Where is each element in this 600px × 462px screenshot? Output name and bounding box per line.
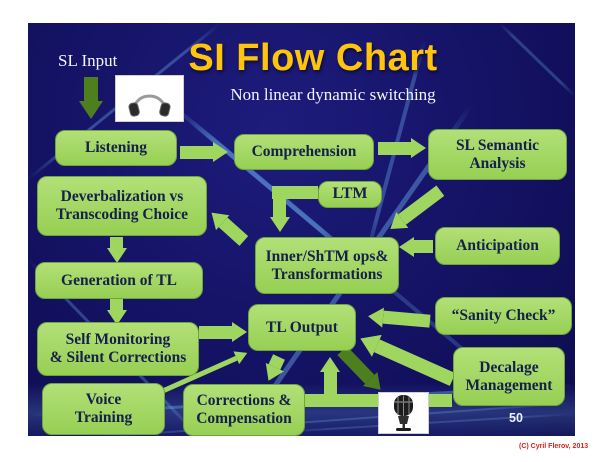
node-listening: Listening xyxy=(55,130,177,166)
arrow-sl-input-down xyxy=(76,77,106,119)
slide-title: SI Flow Chart xyxy=(188,37,438,79)
node-generation-of-tl: Generation of TL xyxy=(35,262,203,299)
node-voice-training: Voice Training xyxy=(42,383,165,435)
node-decalage-management: Decalage Management xyxy=(453,347,565,406)
node-sl-semantic-analysis: SL Semantic Analysis xyxy=(428,129,567,180)
microphone-icon xyxy=(378,392,429,434)
slide: SI Flow Chart Non linear dynamic switchi… xyxy=(28,23,575,436)
node-tl-output: TL Output xyxy=(248,304,356,351)
slide-subtitle: Non linear dynamic switching xyxy=(230,85,436,104)
arrow-innershtm-to-deverbalization xyxy=(201,201,253,252)
sl-input-label: SL Input xyxy=(58,51,118,70)
arrow-listening-to-comprehension xyxy=(180,137,228,167)
node-deverbalization: Deverbalization vs Transcoding Choice xyxy=(37,176,207,236)
background-beam xyxy=(498,23,575,97)
node-inner-shtm: Inner/ShTM ops& Transformations xyxy=(255,237,399,294)
node-self-monitoring: Self Monitoring & Silent Corrections xyxy=(37,322,199,376)
node-comprehension: Comprehension xyxy=(234,134,374,170)
copyright-text: (C) Cyril Flerov, 2013 xyxy=(519,443,589,450)
arrow-ltm-to-innershtm xyxy=(265,186,295,232)
headphones-icon xyxy=(115,75,184,122)
arrow-deverbalization-to-generation xyxy=(102,237,132,263)
node-sanity-check: “Sanity Check” xyxy=(435,297,572,335)
page-number: 50 xyxy=(509,411,523,425)
node-anticipation: Anticipation xyxy=(435,227,560,265)
arrow-tloutput-to-corrections xyxy=(255,351,293,387)
arrow-comprehension-to-slsemantic xyxy=(378,133,426,163)
node-corrections-compensation: Corrections & Compensation xyxy=(183,384,305,436)
arrow-corrections-to-tloutput xyxy=(315,357,345,407)
arrow-selfmonitoring-to-tloutput xyxy=(199,317,247,347)
node-ltm: LTM xyxy=(318,181,382,208)
arrow-anticipation-to-innershtm xyxy=(399,232,433,262)
